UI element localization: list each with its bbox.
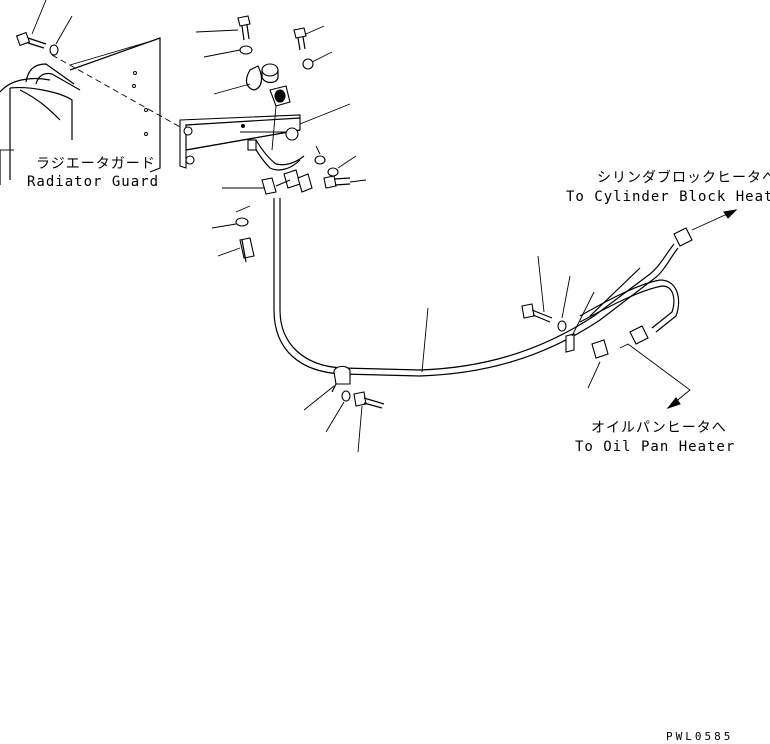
washer-icon [239,45,253,55]
leader-line [195,29,239,33]
leader-line [31,0,47,35]
bolt-icon [15,31,47,49]
mounting-bracket [179,114,301,169]
oil-pan-label-jp: オイルパンヒータへ [591,420,727,436]
arrow-to-cylinder-block [691,209,738,231]
leader-line [315,145,321,155]
arrow-to-oil-pan [619,343,691,410]
grommet-icon [269,85,291,107]
grommet-icon [591,339,609,359]
radiator-guard-label-en: Radiator Guard [27,174,159,190]
bolt-icon [239,237,255,263]
leader-line [421,307,429,373]
heater-cable [273,198,680,377]
washer-icon [341,390,351,402]
washer-icon [302,58,314,70]
leader-line [69,39,156,66]
cylinder-block-label-en: To Cylinder Block Heater [566,189,770,205]
leader-line [587,361,601,389]
washer-icon [235,217,249,227]
clip-icon [245,65,263,91]
leader-line [211,205,251,229]
leader-line [311,51,333,63]
cylinder-block-label-jp: シリンダブロックヒータへ [597,169,770,186]
cable-boot-icon [285,127,299,141]
washer-icon [557,320,567,332]
leader-line [271,105,277,151]
wire-junction [247,139,313,195]
bolt-icon [521,303,553,323]
leader-line [213,83,251,95]
connector-icon [629,325,649,345]
cable-clamp-icon [565,333,575,353]
radiator-guard-drawing [0,37,183,185]
leader-line [305,25,325,35]
leader-line [217,247,241,257]
leader-line [561,275,571,319]
bolt-icon [237,15,251,41]
bolt-icon [353,391,385,409]
oil-pan-label-en: To Oil Pan Heater [575,439,735,455]
washer-icon [49,44,59,56]
washer-icon [314,155,326,165]
washer-icon [327,167,339,177]
leader-line [349,179,367,183]
drawing-code: PWL0585 [666,730,733,743]
leader-line [571,291,595,337]
leader-line [203,49,241,58]
bolt-icon [293,27,307,51]
leader-line [303,385,335,411]
leader-line [337,155,357,169]
leader-line [325,401,345,433]
radiator-guard-label-jp: ラジエータガード [36,156,156,172]
cable-clamp-icon [331,365,351,393]
leader-line [55,15,73,45]
clamp-ring-icon [261,63,279,84]
connector-icon [673,227,693,247]
bolt-icon [323,175,351,189]
leader-line [299,103,351,125]
leader-line [537,255,545,313]
leader-line [357,405,363,453]
